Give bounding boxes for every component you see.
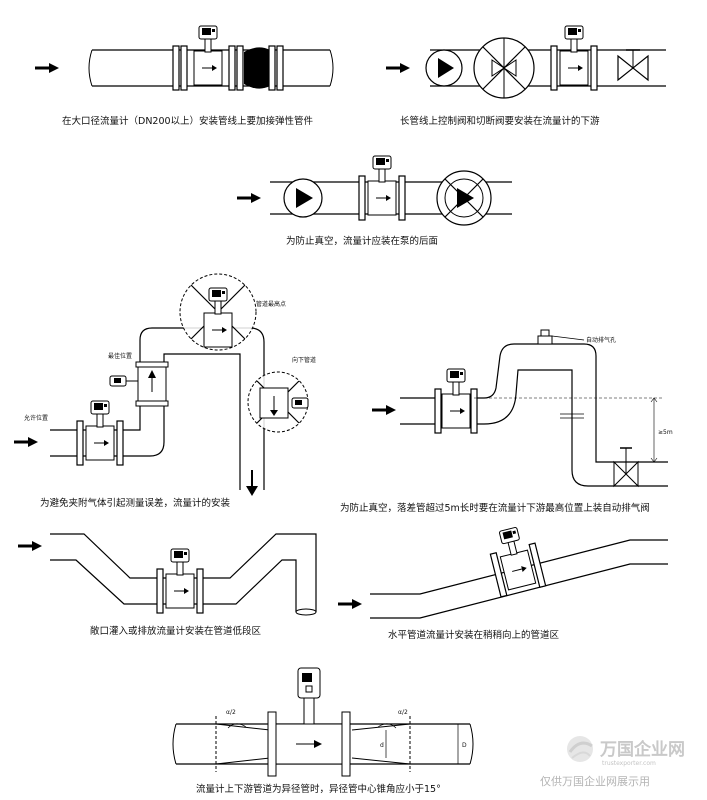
watermark-logo-icon (567, 736, 593, 762)
flow-arrow-icon (12, 435, 40, 449)
label-good-position: 最佳位置 (108, 352, 132, 360)
diagram-elastic-joint (33, 25, 334, 91)
label-angle-right: α/2 (398, 709, 408, 716)
diagram-downstream-valves (384, 25, 666, 99)
flow-arrow-icon (336, 597, 364, 611)
label-angle-left: α/2 (226, 709, 236, 716)
flowmeter-icon (85, 400, 115, 461)
flowmeter-icon (367, 155, 397, 216)
flowmeter-icon (165, 548, 195, 609)
flowmeter-icon (559, 25, 589, 86)
diagram-auto-vent (370, 329, 668, 488)
flowmeter-icon (441, 368, 471, 429)
caption-8: 流量计上下游管道为异径管时，异径管中心锥角应小于15° (196, 783, 441, 795)
caption-3: 为防止真空，流量计应装在泵的后面 (286, 235, 438, 247)
diagram-upward-horizontal (336, 525, 668, 619)
flow-arrow-icon (235, 191, 263, 205)
caption-5: 为防止真空，落差管超过5m长时要在流量计下游最高位置上装自动排气阀 (340, 502, 650, 514)
label-allowed-position: 允许位置 (24, 414, 48, 422)
caption-2: 长管线上控制阀和切断阀要安装在流量计的下游 (400, 115, 600, 127)
label-auto-vent: 自动排气孔 (586, 336, 616, 344)
flow-arrow-icon (370, 403, 398, 417)
diagram-reducer-angle (172, 667, 474, 777)
exhaust-valve-icon (537, 329, 585, 345)
caption-4: 为避免夹附气体引起测量误差，流量计的安装 (40, 497, 231, 509)
watermark-url: trustexporter.com (602, 760, 656, 767)
caption-6: 敞口灌入或排放流量计安装在管道低段区 (90, 625, 262, 637)
watermark-name: 万国企业网 (599, 739, 685, 760)
diagram-air-bubbles (12, 273, 309, 496)
diagram-pump-before-meter (235, 155, 512, 226)
valve-icon (613, 447, 639, 488)
label-diameter-large: D (462, 742, 467, 749)
watermark-note: 仅供万国企业网展示用 (540, 774, 650, 788)
caption-1: 在大口径流量计（DN200以上）安装管线上要加接弹性管件 (62, 115, 314, 127)
caption-7: 水平管道流量计安装在稍稍向上的管道区 (388, 629, 560, 641)
flowmeter-icon (193, 25, 223, 86)
flow-arrow-icon (16, 539, 44, 553)
diagram-low-section (16, 533, 317, 616)
label-down-pipe: 向下管道 (292, 356, 316, 364)
valve-icon (617, 49, 649, 82)
flow-arrow-icon (33, 61, 61, 75)
label-top-point: 管道最高点 (256, 300, 286, 308)
label-height: ≥5m (658, 429, 673, 436)
flowmeter-icon (297, 667, 321, 725)
flexible-joint-icon (244, 47, 270, 89)
flow-arrow-icon (384, 61, 412, 75)
label-diameter-small: d (380, 742, 384, 749)
